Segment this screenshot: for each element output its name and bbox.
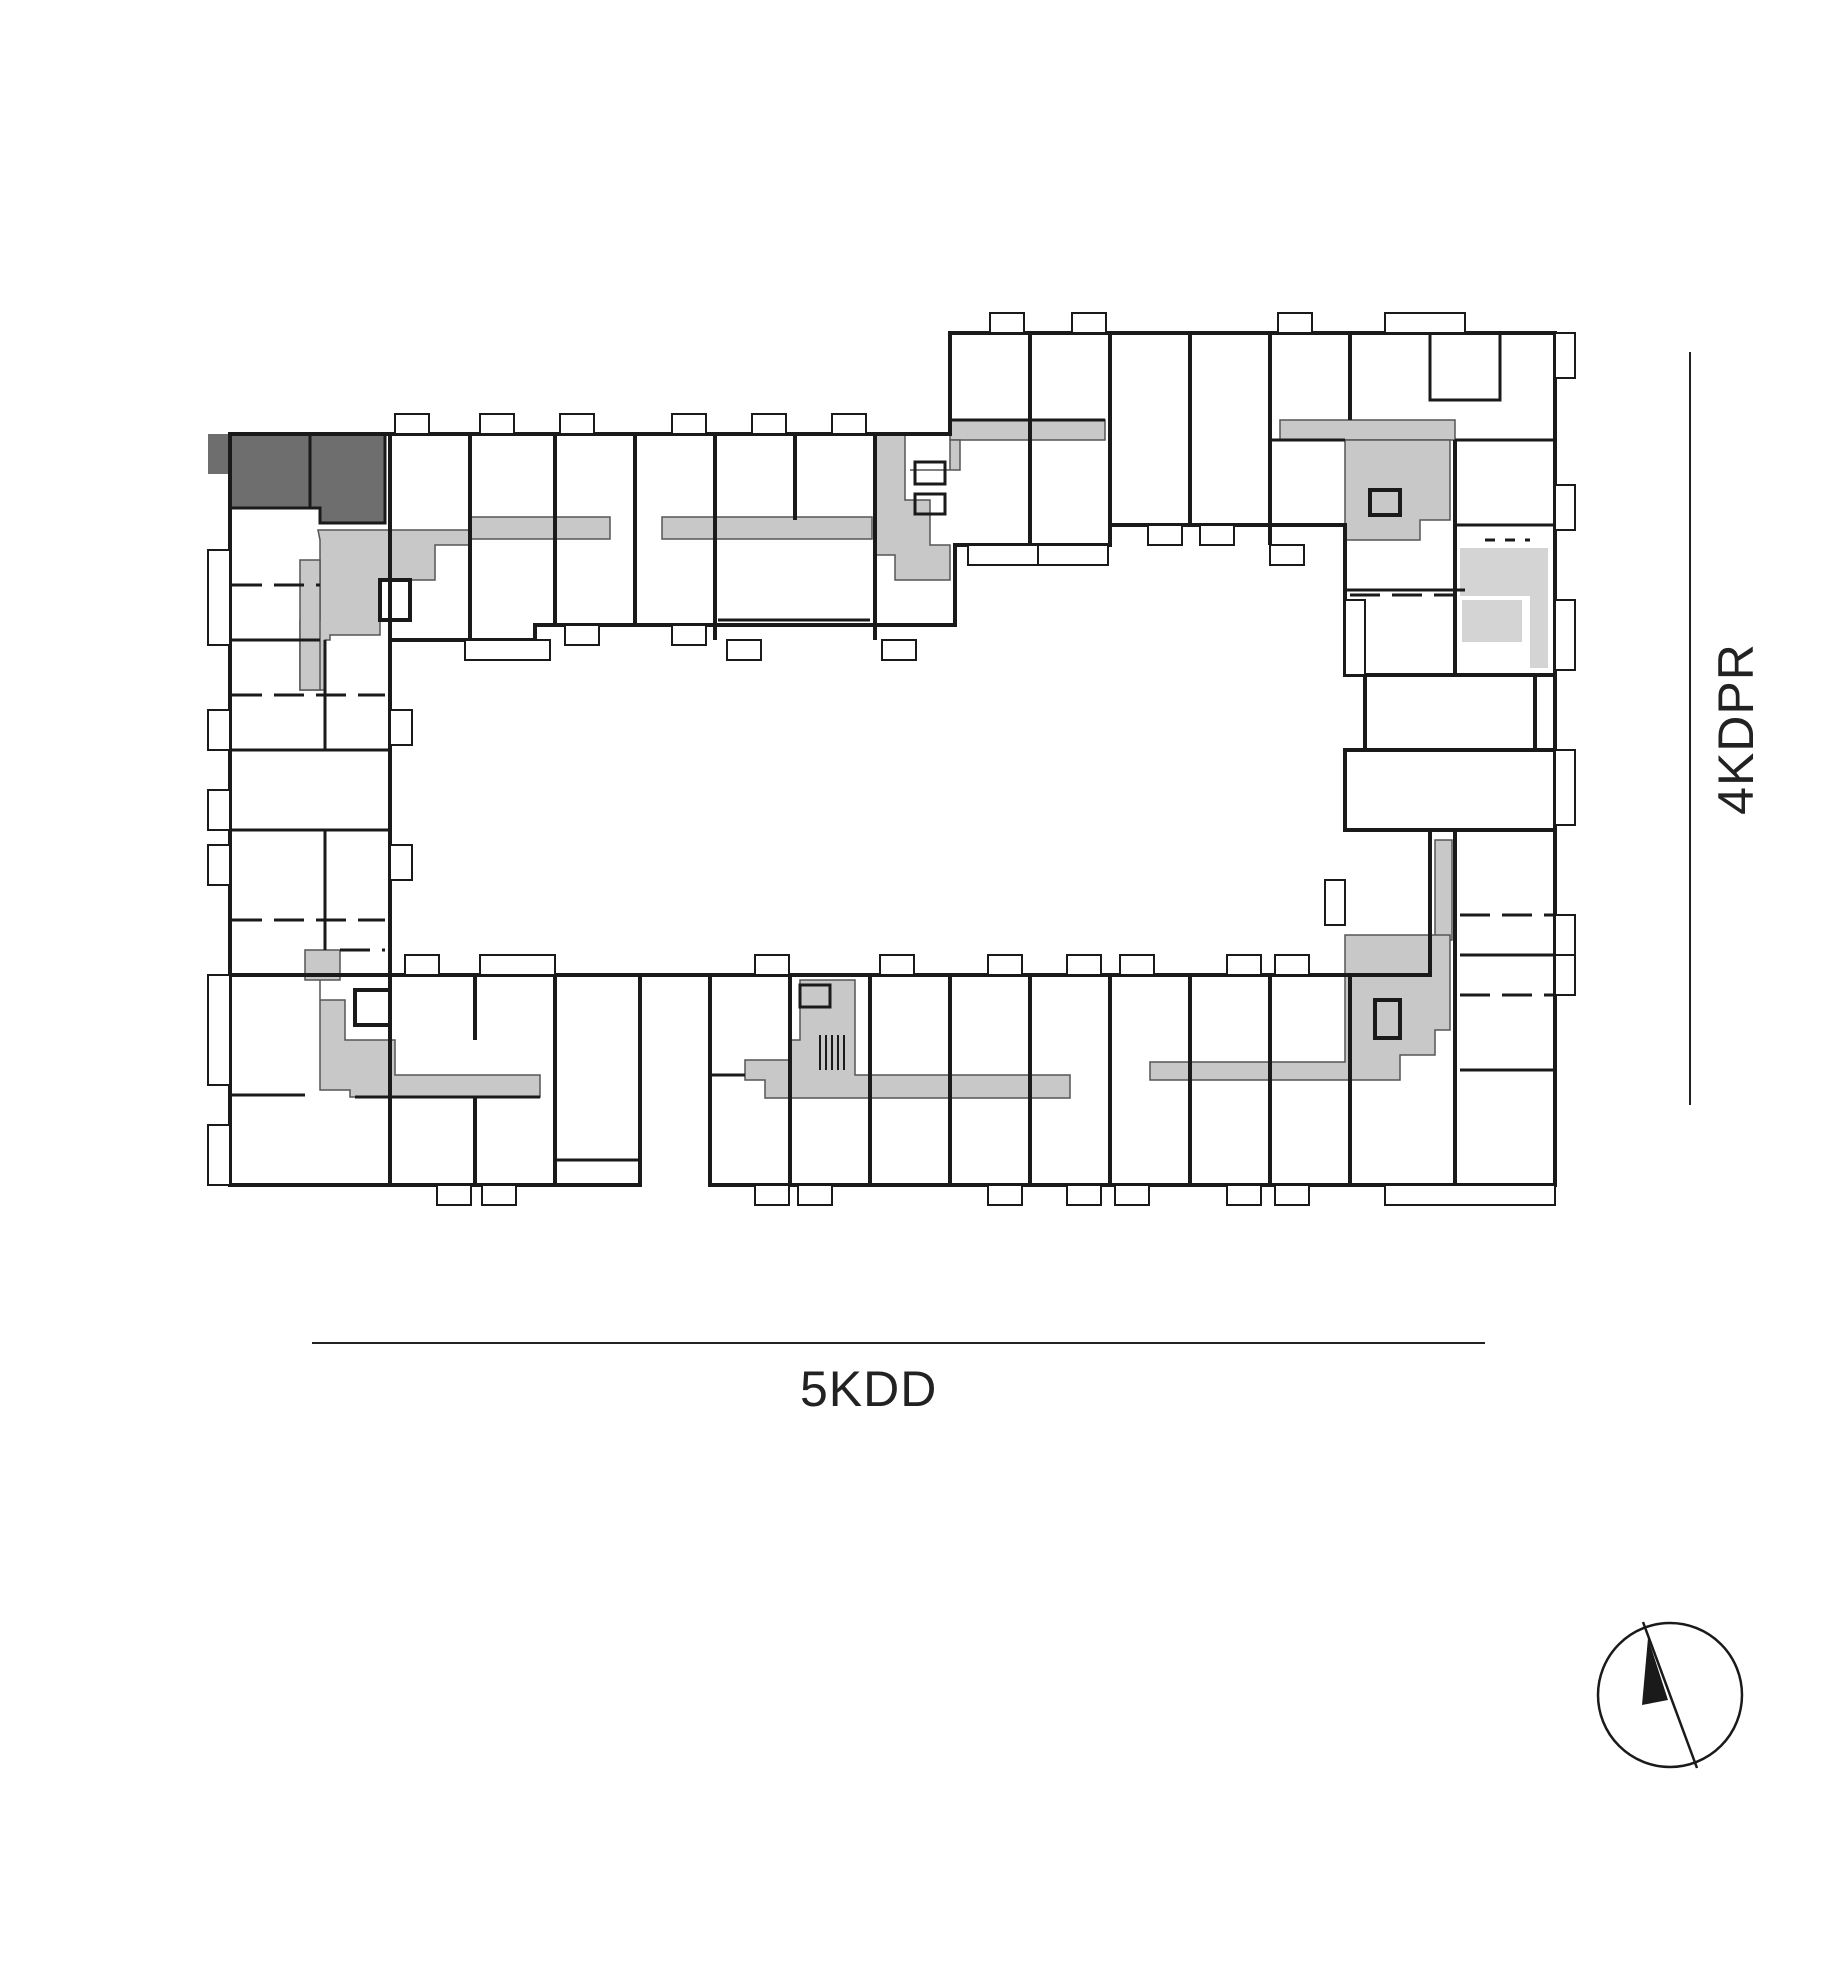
horizontal-dimension-label: 5KDD [800,1361,938,1417]
balconies [207,312,1576,1206]
corridors [299,419,1548,1099]
building-walls [228,331,1557,1187]
north-arrow-icon [1596,1621,1744,1769]
vertical-dimension-label: 4KDPR [1707,643,1764,815]
stair-hatch [819,1035,845,1070]
highlighted-unit [208,432,387,525]
partition-lines [232,538,1555,997]
